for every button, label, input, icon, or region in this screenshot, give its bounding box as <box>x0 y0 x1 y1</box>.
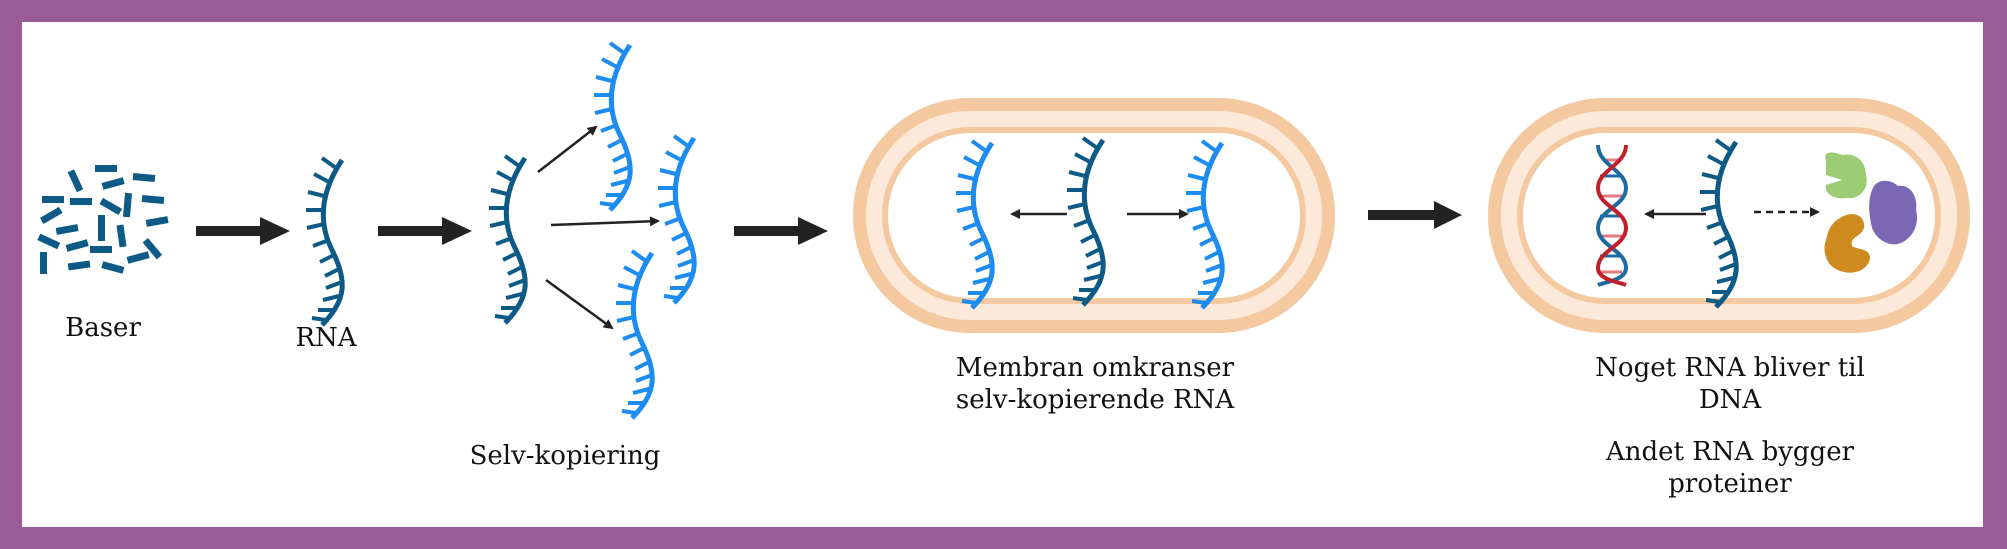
rna-original-icon <box>489 156 525 323</box>
label-proteins: Andet RNA bygger proteiner <box>1540 436 1920 500</box>
label-dna: Noget RNA bliver til DNA <box>1540 352 1920 416</box>
label-dna-line1: Noget RNA bliver til <box>1595 353 1865 383</box>
bases-icon <box>37 165 169 274</box>
label-membrane-line2: selv-kopierende RNA <box>955 385 1235 415</box>
arrow-membrane-to-dna <box>1368 201 1462 229</box>
rna-copy-icon <box>658 136 694 303</box>
label-proteins-line2: proteiner <box>1668 469 1792 499</box>
copy-arrow-up <box>537 125 598 173</box>
label-bases: Baser <box>65 313 141 343</box>
copy-arrow-middle <box>550 216 660 227</box>
label-membrane: Membran omkranser selv-kopierende RNA <box>900 352 1290 416</box>
protein-purple-icon <box>1869 180 1918 245</box>
label-dna-line2: DNA <box>1698 385 1762 415</box>
label-proteins-line1: Andet RNA bygger <box>1605 437 1855 467</box>
label-self-copy: Selv-kopiering <box>469 441 661 471</box>
membrane-capsule <box>853 98 1335 333</box>
label-rna: RNA <box>295 323 357 353</box>
arrow-selfcopy-to-membrane <box>734 217 828 245</box>
arrow-bases-to-rna <box>196 217 290 245</box>
rna-copy-icon <box>594 43 630 210</box>
dna-helix-icon <box>1595 144 1629 287</box>
rna-copy-icon <box>616 251 652 418</box>
rna-strand-icon <box>306 158 342 325</box>
copy-arrow-down <box>545 278 614 330</box>
protein-orange-icon <box>1824 214 1870 273</box>
arrow-rna-to-selfcopy <box>378 217 472 245</box>
protein-green-icon <box>1825 152 1867 199</box>
label-membrane-line1: Membran omkranser <box>955 353 1235 383</box>
